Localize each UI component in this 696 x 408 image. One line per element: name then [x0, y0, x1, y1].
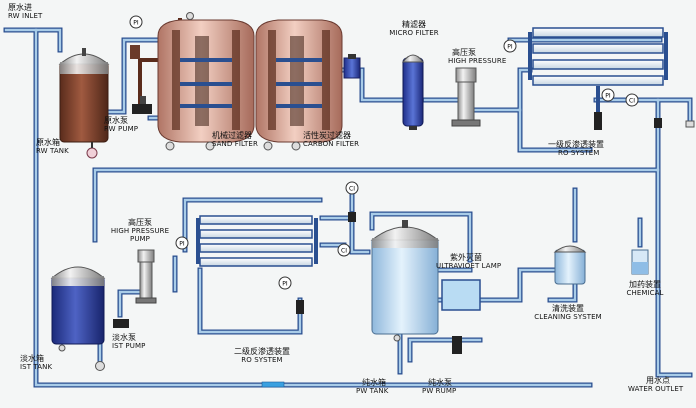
conductivity-meter: CI: [345, 181, 359, 195]
first-stage-tank-en: IST TANK: [20, 363, 53, 372]
first-stage-pump: [113, 319, 129, 328]
inline-valves: [348, 118, 695, 222]
raw-water-tank-cn: 原水箱: [36, 138, 60, 147]
uv-lamp-unit: [441, 279, 481, 311]
cleaning-device-label: 清洗装置 CLEANING SYSTEM: [534, 304, 602, 321]
pressure-gauge: PI: [278, 276, 292, 290]
uv-lamp-cn: 紫外灭菌: [450, 253, 482, 262]
micro-filter-label: 精滤器 MICRO FILTER: [389, 20, 438, 37]
raw-water-pump: [130, 45, 152, 114]
pressure-gauge-tag: PI: [507, 44, 513, 51]
pure-water-tank-en: PW TANK: [356, 387, 389, 396]
uv-lamp-en: ULTRAVIOET LAMP: [436, 262, 502, 271]
conductivity-meter: CI: [337, 243, 351, 257]
carbon-filter-label: 活性炭过滤器 CARBON FILTER: [303, 131, 359, 148]
pressure-gauge: PI: [129, 15, 143, 29]
pressure-gauge: PI: [175, 236, 189, 250]
ro-system-1-membranes: [528, 27, 668, 130]
pure-water-tank-cn: 纯水箱: [362, 378, 386, 387]
ro-system-2-membranes: [196, 215, 318, 314]
cleaning-tank: [553, 245, 587, 285]
raw-water-tank: [58, 48, 110, 159]
sand-filter-label: 机械过滤器 SAND FILTER: [212, 131, 258, 148]
chemical-dosing-tank: [631, 249, 649, 275]
high-pressure-pump-2-cn: 高压泵: [127, 218, 152, 227]
micro-filter-housing: [402, 54, 424, 130]
high-pressure-pump-2: [135, 249, 157, 304]
chemical-dosing-label: 加药装置 CHEMICAL: [626, 280, 663, 297]
first-stage-pump-en: IST PUMP: [112, 342, 146, 351]
pressure-gauge-tag: PI: [179, 241, 185, 248]
raw-water-pump-label: 原水泵 RW PUMP: [104, 116, 138, 133]
uv-lamp-label: 紫外灭菌 ULTRAVIOET LAMP: [436, 253, 501, 270]
carbon-filter-vessel: [255, 19, 343, 151]
first-stage-tank-cn: 淡水箱: [20, 354, 44, 363]
ro-system-1-cn: 一级反渗透装置: [548, 140, 604, 149]
pipe-network: [3, 18, 693, 388]
first-stage-tank: [50, 266, 106, 371]
high-pressure-pump-1-en: HIGH PRESSURE: [448, 57, 507, 66]
raw-water-tank-en: RW TANK: [36, 147, 69, 156]
sand-filter-cn: 机械过滤器: [212, 131, 252, 140]
pressure-gauge: PI: [503, 39, 517, 53]
pressure-gauge-tag: PI: [605, 93, 611, 100]
ro-system-1-label: 一级反渗透装置 RO SYSTEM: [548, 140, 604, 157]
water-outlet-cn: 用水点: [646, 376, 670, 385]
pressure-gauge-tag: PI: [282, 281, 288, 288]
instruments: PI PI PI PI PI CI CI CI: [129, 15, 639, 290]
chemical-dosing-en: CHEMICAL: [626, 289, 664, 298]
carbon-filter-cn: 活性炭过滤器: [303, 131, 351, 140]
dosing-canister: [343, 54, 361, 79]
water-outlet-en: WATER OUTLET: [628, 385, 684, 394]
conductivity-meter-tag: CI: [341, 248, 347, 255]
pressure-gauge-tag: PI: [133, 20, 139, 27]
pressure-gauge: PI: [601, 88, 615, 102]
raw-water-inlet-en: RW INLET: [8, 12, 43, 21]
sand-filter-en: SAND FILTER: [212, 140, 258, 149]
raw-water-inlet-cn: 原水进: [8, 3, 32, 12]
high-pressure-pump-2-en1: HIGH PRESSURE: [110, 227, 170, 236]
first-stage-tank-label: 淡水箱 IST TANK: [20, 354, 52, 371]
carbon-filter-en: CARBON FILTER: [303, 140, 360, 149]
high-pressure-pump-2-en2: PUMP: [129, 235, 151, 244]
ro-system-2-en: RO SYSTEM: [241, 356, 283, 365]
pure-water-pump-cn: 纯水泵: [428, 378, 452, 387]
pure-water-pump: [452, 336, 462, 354]
pure-water-tank-label: 纯水箱 PW TANK: [356, 378, 388, 395]
first-stage-pump-cn: 淡水泵: [112, 333, 136, 342]
sand-filter-vessel: [157, 12, 255, 151]
conductivity-meter: CI: [625, 93, 639, 107]
micro-filter-cn: 精滤器: [401, 20, 426, 29]
high-pressure-pump-1-cn: 高压泵: [452, 48, 476, 57]
water-outlet-label: 用水点 WATER OUTLET: [628, 376, 683, 393]
raw-water-tank-label: 原水箱 RW TANK: [36, 138, 69, 155]
ro-system-1-en: RO SYSTEM: [558, 149, 600, 158]
ro-system-2-cn: 二级反渗透装置: [234, 347, 290, 356]
high-pressure-pump-2-label: 高压泵 HIGH PRESSURE PUMP: [111, 218, 169, 243]
conductivity-meter-tag: CI: [349, 186, 355, 193]
cleaning-device-cn: 清洗装置: [552, 304, 584, 313]
micro-filter-en: MICRO FILTER: [389, 29, 439, 38]
pure-water-tank: [370, 220, 440, 342]
pure-water-pump-label: 纯水泵 PW RUMP: [422, 378, 456, 395]
conductivity-meter-tag: CI: [629, 98, 635, 105]
cleaning-device-en: CLEANING SYSTEM: [534, 313, 602, 322]
first-stage-pump-label: 淡水泵 IST PUMP: [112, 333, 145, 350]
ro-system-2-label: 二级反渗透装置 RO SYSTEM: [234, 347, 290, 364]
raw-water-pump-cn: 原水泵: [104, 116, 128, 125]
pure-water-pump-en: PW RUMP: [422, 387, 457, 396]
high-pressure-pump-1-label: 高压泵 HIGH PRESSURE: [448, 48, 506, 65]
raw-water-inlet-label: 原水进 RW INLET: [8, 3, 42, 20]
raw-water-pump-en: RW PUMP: [104, 125, 139, 134]
high-pressure-pump-1: [451, 67, 481, 127]
chemical-dosing-cn: 加药装置: [629, 280, 661, 289]
